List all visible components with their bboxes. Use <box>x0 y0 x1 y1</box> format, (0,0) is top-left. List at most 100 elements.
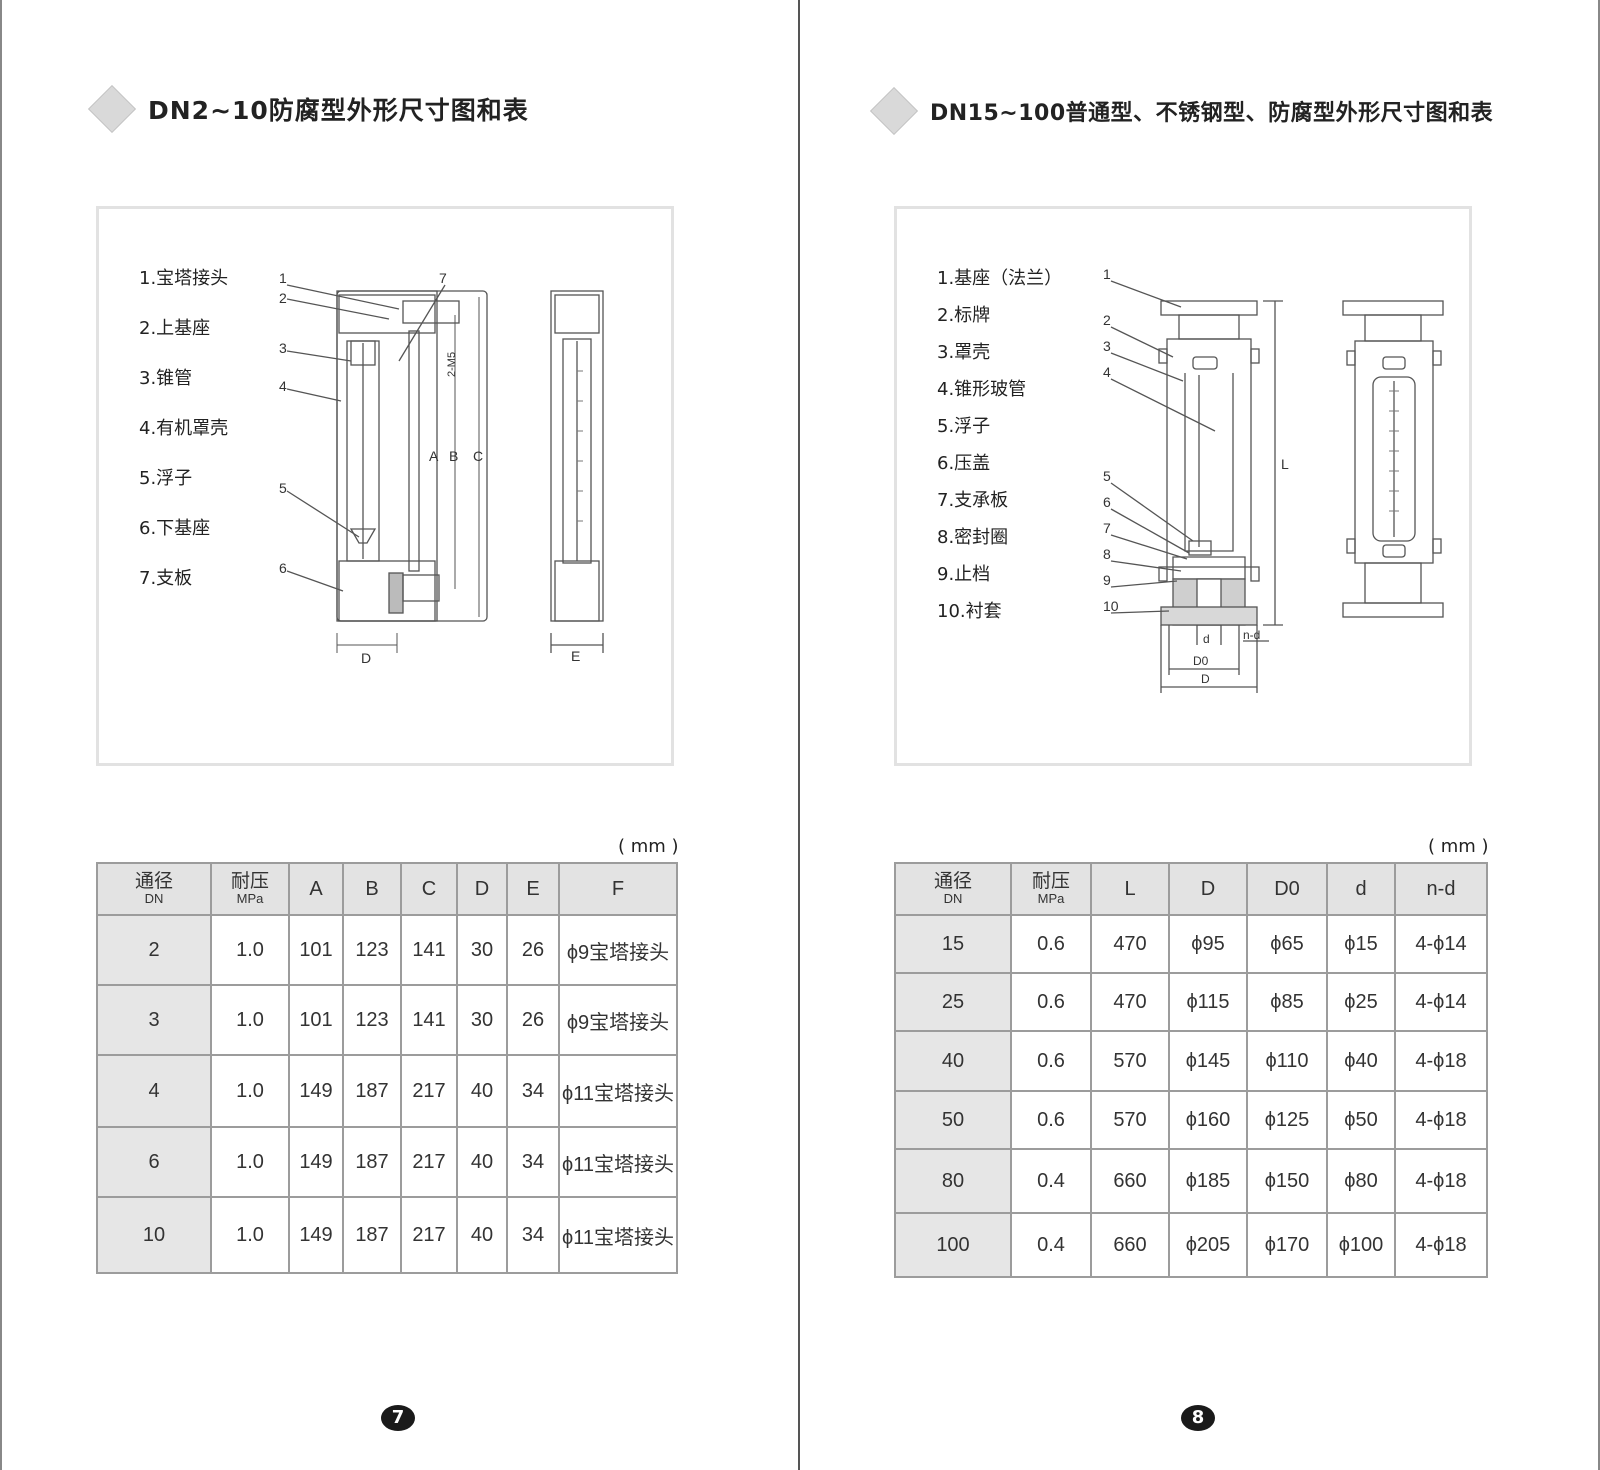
cell: 25 <box>894 972 1012 1032</box>
dim-A: A <box>429 448 439 464</box>
callout-3: 3 <box>1103 338 1111 354</box>
legend-item: 4.有机罩壳 <box>139 418 229 439</box>
legend-item: 7.支板 <box>139 568 193 589</box>
cell: 123 <box>342 914 402 986</box>
cell: 34 <box>506 1126 560 1198</box>
cell: 50 <box>894 1090 1012 1150</box>
cell: 187 <box>342 1126 402 1198</box>
cell: 80 <box>894 1148 1012 1214</box>
dim-D: D <box>1201 672 1210 686</box>
header-n-d: n-d <box>1394 862 1488 916</box>
cell: 187 <box>342 1196 402 1274</box>
cell: ϕ170 <box>1246 1212 1328 1278</box>
left-unit-label: ( mm ) <box>618 836 679 857</box>
dim-C: C <box>473 448 483 464</box>
cell: 1.0 <box>210 1196 290 1274</box>
callout-4: 4 <box>1103 364 1111 380</box>
table-row: 10 1.0 149 187 217 40 34 ϕ11宝塔接头 <box>96 1196 678 1274</box>
page-edge-left <box>0 0 2 1470</box>
callout-5: 5 <box>1103 468 1111 484</box>
legend-item: 8.密封圈 <box>937 527 1009 548</box>
cell: ϕ115 <box>1168 972 1248 1032</box>
right-page-title: DN15~100普通型、不锈钢型、防腐型外形尺寸图和表 <box>930 101 1494 126</box>
logo-diamond-icon <box>869 86 919 136</box>
cell: 0.4 <box>1010 1212 1092 1278</box>
header-d-bore: d <box>1326 862 1396 916</box>
cell: ϕ110 <box>1246 1030 1328 1092</box>
cell: 4-ϕ14 <box>1394 914 1488 974</box>
table-row: 25 0.6 470 ϕ115 ϕ85 ϕ25 4-ϕ14 <box>894 972 1488 1032</box>
table-row: 6 1.0 149 187 217 40 34 ϕ11宝塔接头 <box>96 1126 678 1198</box>
cell: 40 <box>894 1030 1012 1092</box>
flowmeter-drawing-flanged: 1 2 3 4 5 6 7 8 9 10 L d n-d D0 D <box>1103 266 1444 693</box>
cell: 40 <box>456 1054 508 1128</box>
dim-d: d <box>1203 632 1210 646</box>
cell: ϕ125 <box>1246 1090 1328 1150</box>
right-legend: 1.基座（法兰） 2.标牌 3.罩壳 4.锥形玻管 5.浮子 6.压盖 7.支承… <box>937 265 1062 635</box>
cell: 4-ϕ18 <box>1394 1212 1488 1278</box>
table-row: 4 1.0 149 187 217 40 34 ϕ11宝塔接头 <box>96 1054 678 1128</box>
left-page-title: DN2~10防腐型外形尺寸图和表 <box>148 96 529 125</box>
cell: ϕ11宝塔接头 <box>558 1126 678 1198</box>
cell: ϕ11宝塔接头 <box>558 1054 678 1128</box>
cell: 0.6 <box>1010 1030 1092 1092</box>
callout-2: 2 <box>279 290 287 306</box>
cell: 217 <box>400 1054 458 1128</box>
header-b: B <box>342 862 402 916</box>
header-c: C <box>400 862 458 916</box>
cell: 2 <box>96 914 212 986</box>
legend-item: 9.止档 <box>937 564 991 585</box>
page-number-7: 7 <box>381 1405 415 1431</box>
cell: 0.6 <box>1010 1090 1092 1150</box>
callout-1: 1 <box>279 270 287 286</box>
dim-D0: D0 <box>1193 654 1209 668</box>
legend-item: 2.上基座 <box>139 318 211 339</box>
header-e: E <box>506 862 560 916</box>
legend-item: 7.支承板 <box>937 490 1009 511</box>
header-d-flange: D <box>1168 862 1248 916</box>
legend-item: 2.标牌 <box>937 305 991 326</box>
cell: ϕ11宝塔接头 <box>558 1196 678 1274</box>
table-row: 100 0.4 660 ϕ205 ϕ170 ϕ100 4-ϕ18 <box>894 1212 1488 1278</box>
cell: ϕ40 <box>1326 1030 1396 1092</box>
cell: 100 <box>894 1212 1012 1278</box>
cell: ϕ205 <box>1168 1212 1248 1278</box>
table-row: 80 0.4 660 ϕ185 ϕ150 ϕ80 4-ϕ18 <box>894 1148 1488 1214</box>
cell: ϕ85 <box>1246 972 1328 1032</box>
cell: 217 <box>400 1126 458 1198</box>
cell: 149 <box>288 1196 344 1274</box>
callout-7: 7 <box>439 270 447 286</box>
dim-D: D <box>361 650 371 666</box>
callout-2: 2 <box>1103 312 1111 328</box>
cell: 470 <box>1090 972 1170 1032</box>
callout-10: 10 <box>1103 598 1119 614</box>
legend-item: 3.罩壳 <box>937 342 991 363</box>
callout-5: 5 <box>279 480 287 496</box>
legend-item: 6.下基座 <box>139 518 211 539</box>
cell: 10 <box>96 1196 212 1274</box>
header-d0: D0 <box>1246 862 1328 916</box>
dim-L: L <box>1281 456 1289 472</box>
cell: 1.0 <box>210 1054 290 1128</box>
cell: 4 <box>96 1054 212 1128</box>
cell: 15 <box>894 914 1012 974</box>
callout-6: 6 <box>279 560 287 576</box>
dim-thread: 2-M5 <box>446 352 458 377</box>
callout-8: 8 <box>1103 546 1111 562</box>
page-right: DN15~100普通型、不锈钢型、防腐型外形尺寸图和表 1.基座（法兰） 2.标… <box>800 0 1600 1470</box>
dim-B: B <box>449 448 458 464</box>
cell: 0.6 <box>1010 914 1092 974</box>
cell: 123 <box>342 984 402 1056</box>
cell: 34 <box>506 1054 560 1128</box>
legend-item: 10.衬套 <box>937 601 1002 622</box>
callout-7: 7 <box>1103 520 1111 536</box>
table-row: 3 1.0 101 123 141 30 26 ϕ9宝塔接头 <box>96 984 678 1056</box>
cell: ϕ80 <box>1326 1148 1396 1214</box>
legend-item: 5.浮子 <box>139 468 193 489</box>
cell: 141 <box>400 984 458 1056</box>
